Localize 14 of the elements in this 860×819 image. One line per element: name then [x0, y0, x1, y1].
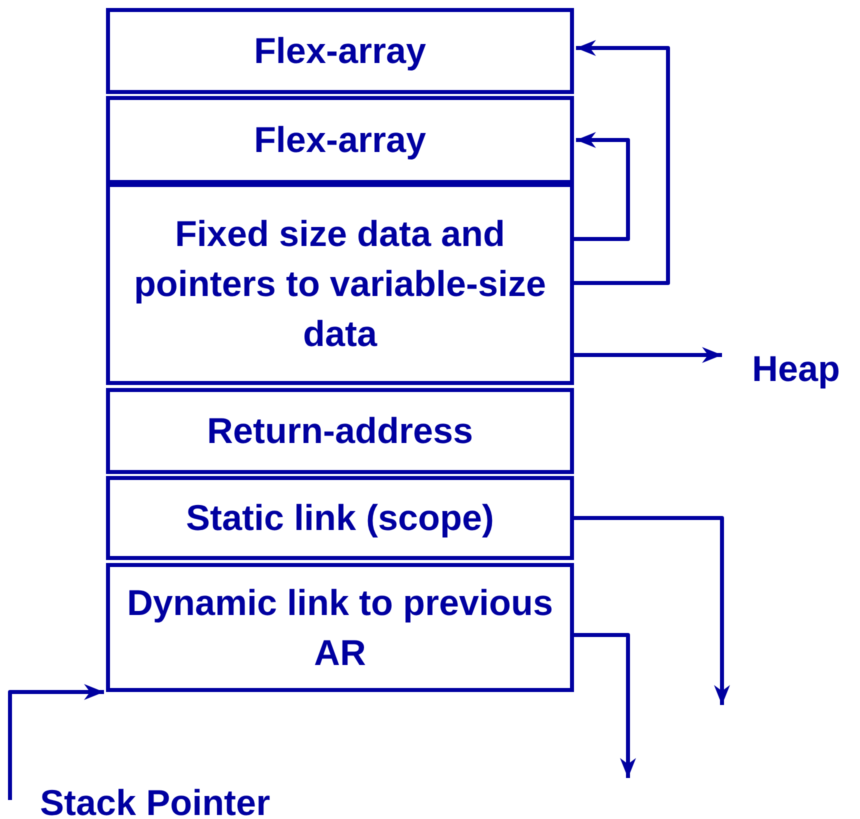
arrow [574, 40, 670, 285]
arrow [574, 132, 630, 241]
arrow [574, 633, 636, 778]
stack-frame-slot: Return-address [106, 388, 574, 474]
node-label: Heap [752, 345, 860, 393]
stack-frame-slot: Fixed size data and pointers to variable-size data [106, 183, 574, 385]
arrow [8, 684, 104, 800]
arrow [574, 347, 722, 363]
node-label: Stack Pointer [40, 780, 320, 819]
stack-frame-slot: Dynamic link to previous AR [106, 563, 574, 692]
arrow [574, 516, 730, 705]
stack-frame-slot: Flex-array [106, 96, 574, 184]
stack-frame-slot: Flex-array [106, 8, 574, 94]
stack-frame-slot: Static link (scope) [106, 476, 574, 560]
